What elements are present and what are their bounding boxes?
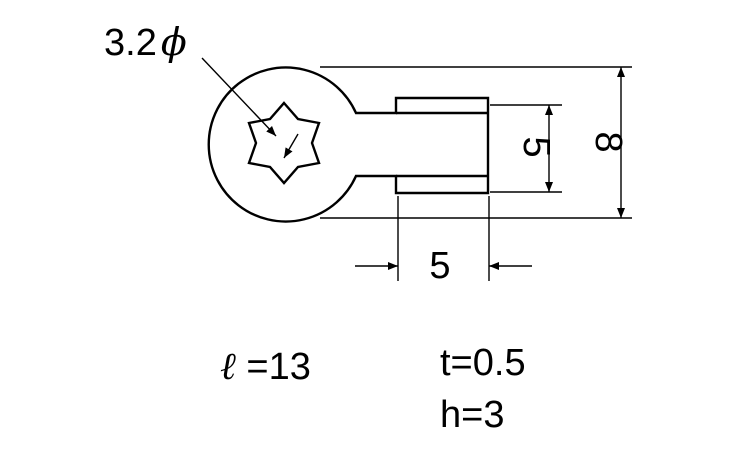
- diameter-leader-2: [283, 133, 299, 159]
- star-hole: [247, 101, 321, 185]
- thickness-spec: t=0.5: [440, 342, 526, 384]
- diameter-leader: [201, 57, 277, 137]
- length-spec: ℓ =13: [220, 344, 311, 388]
- height-spec: h=3: [440, 394, 504, 436]
- tab-width-label: 5: [429, 245, 450, 287]
- tab-height-label: 5: [515, 136, 557, 157]
- overall-height-label: 8: [587, 131, 629, 152]
- lug-outline: [207, 66, 490, 223]
